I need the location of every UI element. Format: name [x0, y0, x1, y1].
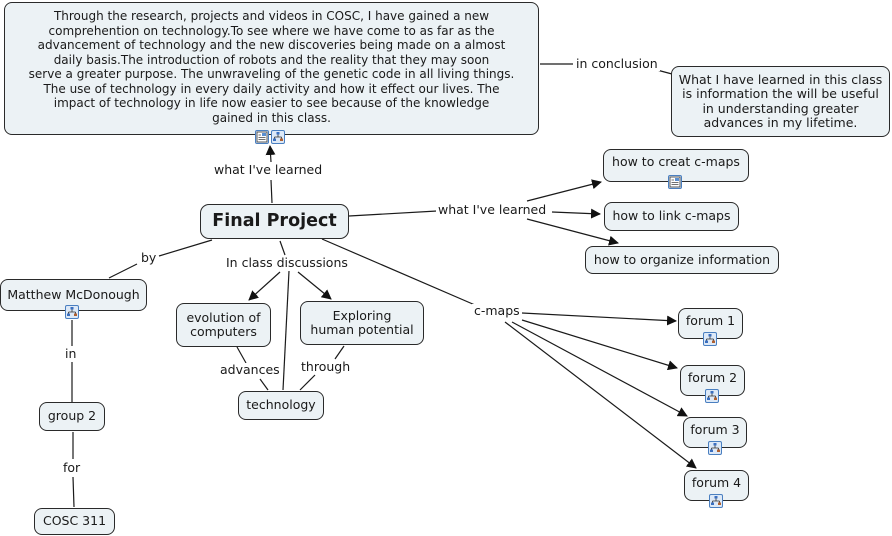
line-root-learned-right: [348, 210, 438, 217]
concept-author[interactable]: Matthew McDonough: [0, 279, 147, 311]
concept-map-icon[interactable]: [703, 332, 717, 346]
concept-map-icon[interactable]: [709, 494, 723, 508]
concept-link-cmaps[interactable]: how to link c-maps: [604, 202, 739, 231]
line-discussions-exploring: [297, 271, 332, 300]
link-label-in: in: [63, 346, 79, 361]
concept-conclusion[interactable]: What I have learned in this class is inf…: [671, 66, 890, 137]
concept-map-icon[interactable]: [65, 305, 79, 319]
line-by-author: [108, 263, 138, 279]
link-label-advances: advances: [218, 362, 282, 377]
line-learned-create: [526, 179, 602, 202]
link-label-what-ive-learned-up: what I've learned: [212, 162, 325, 177]
line-root-discussions: [279, 240, 286, 256]
concept-exploring[interactable]: Exploring human potential: [300, 301, 424, 345]
concept-summary[interactable]: Through the research, projects and video…: [4, 2, 539, 135]
concept-map-icon[interactable]: [708, 441, 722, 455]
concept-final-project[interactable]: Final Project: [200, 204, 349, 239]
link-label-for: for: [61, 460, 83, 475]
line-cmaps-forum1: [521, 312, 677, 326]
link-label-in-class-discussions: In class discussions: [224, 255, 350, 270]
concept-technology[interactable]: technology: [238, 391, 324, 420]
line-learned-link: [551, 208, 601, 219]
link-label-by: by: [139, 250, 159, 265]
line-evolution-advances: [236, 346, 247, 364]
line-exploring-through: [334, 345, 345, 360]
line-learned-summary: [265, 145, 276, 163]
link-label-c-maps: c-maps: [472, 303, 522, 318]
concept-group[interactable]: group 2: [39, 402, 105, 431]
concept-map-icon[interactable]: [271, 130, 285, 144]
line-cmaps-forum3: [511, 321, 688, 417]
line-through-technology: [299, 374, 316, 391]
line-root-learned: [270, 179, 273, 204]
link-label-in-conclusion: in conclusion: [574, 56, 660, 71]
line-root-cmaps: [321, 238, 476, 306]
line-advances-technology: [259, 378, 269, 391]
link-label-what-ive-learned-right: what I've learned: [436, 202, 549, 217]
line-cmaps-forum2: [521, 319, 678, 371]
concept-course[interactable]: COSC 311: [34, 508, 115, 535]
link-label-through: through: [299, 359, 353, 374]
line-discussions-technology: [282, 270, 290, 391]
line-learned-organize: [526, 218, 619, 246]
concept-evolution[interactable]: evolution of computers: [176, 303, 271, 347]
line-cmaps-forum4: [504, 321, 697, 469]
concept-map-icon[interactable]: [705, 389, 719, 403]
line-discussions-evolution: [248, 271, 281, 301]
concept-organize-information[interactable]: how to organize information: [585, 246, 779, 274]
line-root-by: [158, 239, 213, 257]
document-image-icon[interactable]: [668, 175, 682, 189]
line-for-course: [72, 476, 75, 508]
document-image-icon[interactable]: [255, 130, 269, 144]
